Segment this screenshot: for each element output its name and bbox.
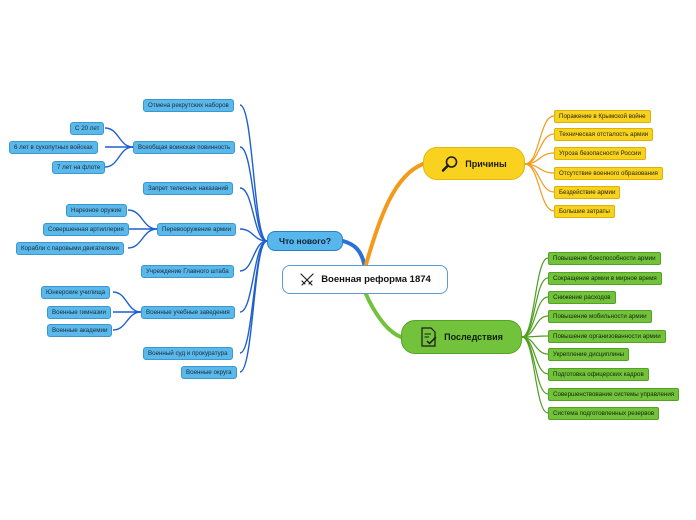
- consequence-item[interactable]: Повышение организованности армии: [548, 330, 666, 343]
- cause-item[interactable]: Большие затраты: [554, 205, 615, 218]
- causes-topic[interactable]: Причины: [423, 147, 525, 180]
- new-subitem[interactable]: Корабли с паровыми двигателями: [16, 242, 125, 255]
- branch-line: [239, 104, 268, 242]
- consequence-item[interactable]: Подготовка офицерских кадров: [548, 368, 649, 381]
- sub-branch-line: [104, 127, 134, 148]
- new-item[interactable]: Всеобщая воинская повинность: [133, 141, 236, 154]
- branch-line: [239, 240, 268, 354]
- branch-line: [521, 257, 549, 338]
- new-subitem[interactable]: Военные гимназии: [47, 306, 111, 319]
- sub-branch-line: [127, 228, 158, 249]
- central-topic[interactable]: Военная реформа 1874: [282, 265, 448, 294]
- magnifier-icon: [441, 155, 459, 173]
- cause-item[interactable]: Бездействие армии: [554, 186, 621, 199]
- causes-label: Причины: [465, 158, 507, 169]
- consequence-item[interactable]: Укрепление дисциплины: [548, 348, 630, 361]
- consequence-item[interactable]: Снижение расходов: [548, 291, 616, 304]
- whats-new-label: Что нового?: [278, 236, 332, 246]
- branch-line: [239, 240, 268, 373]
- new-subitem[interactable]: Военные академии: [47, 324, 113, 337]
- sub-branch-line: [112, 311, 142, 331]
- new-item[interactable]: Военный суд и прокуратура: [143, 347, 233, 360]
- new-subitem[interactable]: 6 лет в сухопутных войсках: [9, 141, 98, 154]
- consequences-topic[interactable]: Последствия: [401, 320, 522, 354]
- consequence-item[interactable]: Совершенствование системы управления: [548, 388, 680, 401]
- central-topic-label: Военная реформа 1874: [321, 274, 431, 285]
- checklist-icon: [420, 327, 438, 347]
- new-subitem[interactable]: Юнкерские училища: [41, 286, 111, 299]
- branch-line: [239, 146, 268, 242]
- new-item[interactable]: Перевооружение армии: [157, 223, 237, 236]
- branch-line: [521, 277, 549, 338]
- branch-line: [521, 336, 549, 414]
- whats-new-topic[interactable]: Что нового?: [267, 231, 343, 251]
- cause-item[interactable]: Поражение в Крымской войне: [554, 110, 651, 123]
- cause-item[interactable]: Техническая отсталость армии: [554, 128, 654, 141]
- new-item[interactable]: Запрет телесных наказаний: [143, 182, 234, 195]
- swords-icon: [299, 272, 315, 287]
- consequence-item[interactable]: Сокращение армии в мирное время: [548, 272, 662, 285]
- branch-line: [524, 115, 555, 165]
- new-item[interactable]: Отмена рекрутских наборов: [143, 99, 234, 112]
- consequence-item[interactable]: Система подготовленных резервов: [548, 407, 660, 420]
- consequences-label: Последствия: [444, 332, 503, 342]
- new-subitem[interactable]: Совершенная артиллерия: [43, 223, 129, 236]
- branch-line: [239, 228, 268, 242]
- new-subitem[interactable]: 7 лет на флоте: [52, 161, 106, 174]
- branch-line: [521, 296, 549, 338]
- consequence-item[interactable]: Повышение боеспособности армии: [548, 252, 661, 265]
- new-item[interactable]: Военные округа: [181, 366, 237, 379]
- consequence-item[interactable]: Повышение мобильности армии: [548, 310, 652, 323]
- new-subitem[interactable]: Нарезное оружие: [66, 204, 127, 217]
- sub-branch-line: [104, 146, 134, 168]
- branch-line: [239, 187, 268, 242]
- new-item[interactable]: Учреждение Главного штаба: [141, 265, 234, 278]
- sub-branch-line: [112, 291, 142, 313]
- sub-branch-line: [127, 209, 158, 230]
- new-item[interactable]: Военные учебные заведения: [141, 306, 235, 319]
- cause-item[interactable]: Отсутствие военного образования: [554, 167, 663, 180]
- cause-item[interactable]: Угроза безопасности России: [554, 147, 646, 160]
- new-subitem[interactable]: С 20 лет: [70, 122, 105, 135]
- branch-line: [521, 336, 549, 375]
- branch-line: [524, 163, 555, 212]
